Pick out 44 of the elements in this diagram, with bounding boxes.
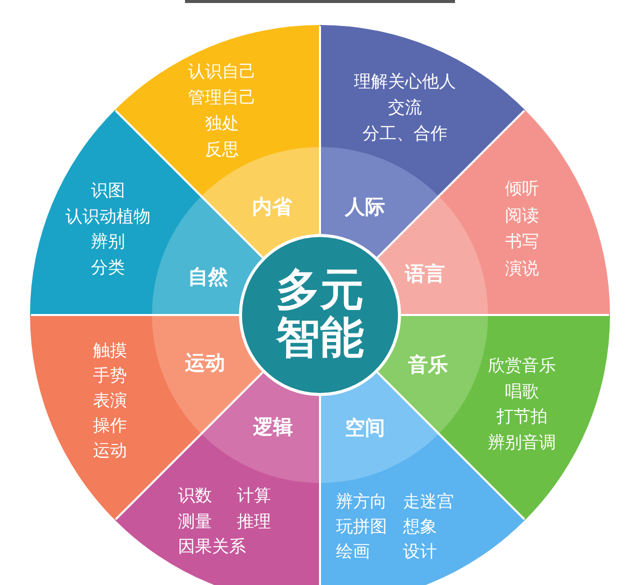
skill-label: 打节拍 (496, 408, 548, 428)
skill-label: 分类 (91, 258, 125, 278)
skill-label: 走迷宫 (403, 493, 454, 513)
skill-label: 欣赏音乐 (488, 357, 556, 377)
skill-label: 手势 (93, 367, 127, 387)
skill-label: 识图 (91, 182, 125, 202)
skill-label: 演说 (505, 260, 539, 280)
skill-label: 认识动植物 (66, 208, 150, 228)
skill-label: 唱歌 (505, 382, 539, 402)
skill-label: 玩拼图 (336, 518, 387, 538)
skill-label: 识数 (178, 487, 212, 507)
segment-title: 自然 (188, 266, 228, 288)
skill-label: 因果关系 (178, 538, 246, 558)
skill-label: 理解关心他人 (354, 73, 456, 93)
skill-label: 测量 (178, 512, 212, 532)
skill-label: 阅读 (505, 206, 539, 226)
skill-label: 辨别 (91, 233, 125, 253)
skill-label: 辨别音调 (488, 434, 556, 454)
skill-label: 书写 (505, 233, 539, 253)
segment-title: 内省 (252, 196, 292, 218)
segment-title: 音乐 (408, 354, 448, 376)
skill-label: 独处 (205, 115, 239, 135)
skill-label: 运动 (93, 442, 127, 462)
skill-label: 管理自己 (188, 89, 256, 109)
skill-label: 分工、合作 (362, 125, 448, 145)
skill-label: 想象 (403, 518, 437, 538)
skill-label: 辨方向 (336, 493, 387, 513)
skill-label: 交流 (388, 99, 422, 119)
skill-label: 倾听 (505, 180, 539, 200)
skill-label: 绘画 (336, 543, 370, 563)
segment-title: 人际 (345, 196, 385, 218)
center-title: 多元智能 (274, 266, 365, 364)
skill-label: 认识自己 (188, 63, 256, 83)
segment-title: 逻辑 (253, 416, 293, 438)
skill-label: 反思 (205, 141, 239, 161)
skill-label: 表演 (93, 392, 127, 412)
skill-label: 操作 (93, 417, 127, 437)
skill-label: 触摸 (93, 342, 127, 362)
skill-label: 设计 (403, 543, 437, 563)
segment-title: 语言 (405, 262, 445, 286)
skill-label: 推理 (237, 512, 271, 532)
segment-title: 空间 (345, 416, 385, 440)
segment-title: 运动 (185, 352, 225, 374)
skill-label: 计算 (237, 487, 271, 507)
